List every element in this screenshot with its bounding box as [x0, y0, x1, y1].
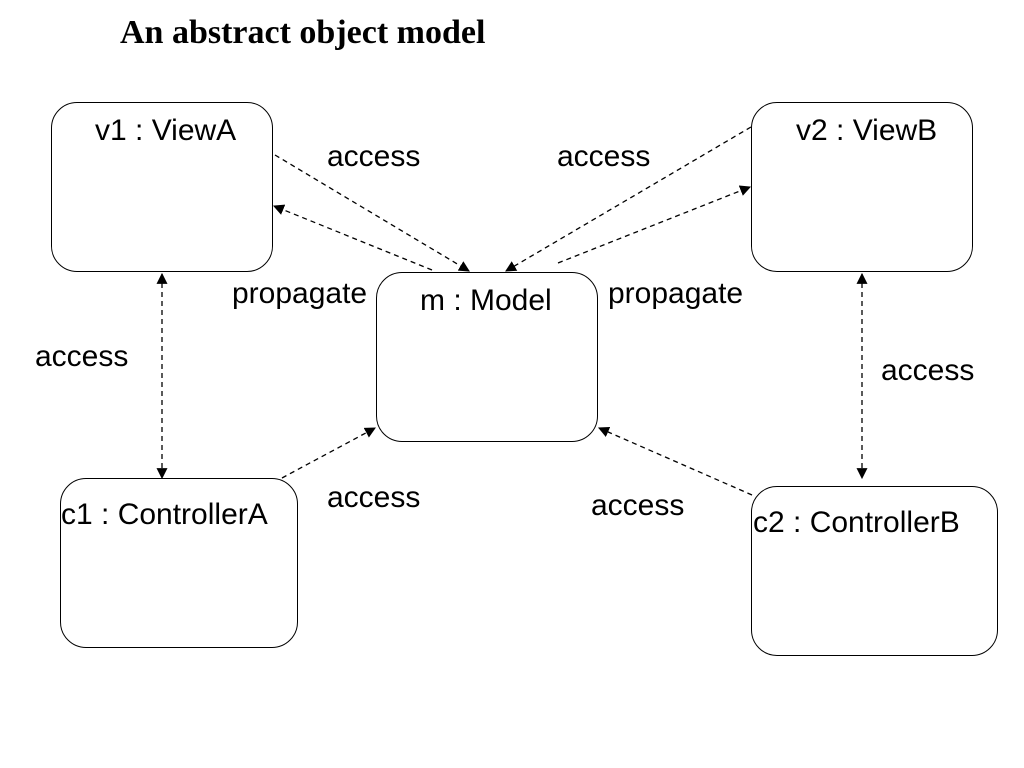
object-label-model: m : Model — [420, 284, 552, 317]
object-label-c1: c1 : ControllerA — [61, 498, 268, 531]
edge-label-v2-access-c2: access — [881, 354, 975, 387]
edge-label-model-propagate-v2: propagate — [608, 277, 744, 310]
object-box-c2 — [751, 486, 998, 656]
diagram-title: An abstract object model — [120, 14, 486, 51]
object-label-c2: c2 : ControllerB — [753, 506, 960, 539]
connector-v1-access-model — [274, 154, 470, 272]
edge-label-model-propagate-v1: propagate — [232, 277, 368, 310]
connector-v2-access-model — [505, 126, 752, 272]
edge-label-v1-access-model: access — [327, 140, 421, 173]
object-label-v1: v1 : ViewA — [95, 114, 237, 147]
edge-label-v1-access-c1: access — [35, 340, 129, 373]
object-box-v2 — [751, 102, 973, 272]
connector-c1-access-model — [281, 427, 376, 479]
edge-label-c1-access-model: access — [327, 481, 421, 514]
object-box-model — [376, 272, 598, 442]
object-box-c1 — [60, 478, 298, 648]
connector-model-propagate-v1 — [272, 204, 433, 271]
object-label-v2: v2 : ViewB — [796, 114, 938, 147]
edge-label-v2-access-model: access — [557, 140, 651, 173]
connector-model-propagate-v2 — [557, 185, 752, 264]
connector-c2-access-model — [597, 426, 753, 496]
edge-label-c2-access-model: access — [591, 489, 685, 522]
object-box-v1 — [51, 102, 273, 272]
